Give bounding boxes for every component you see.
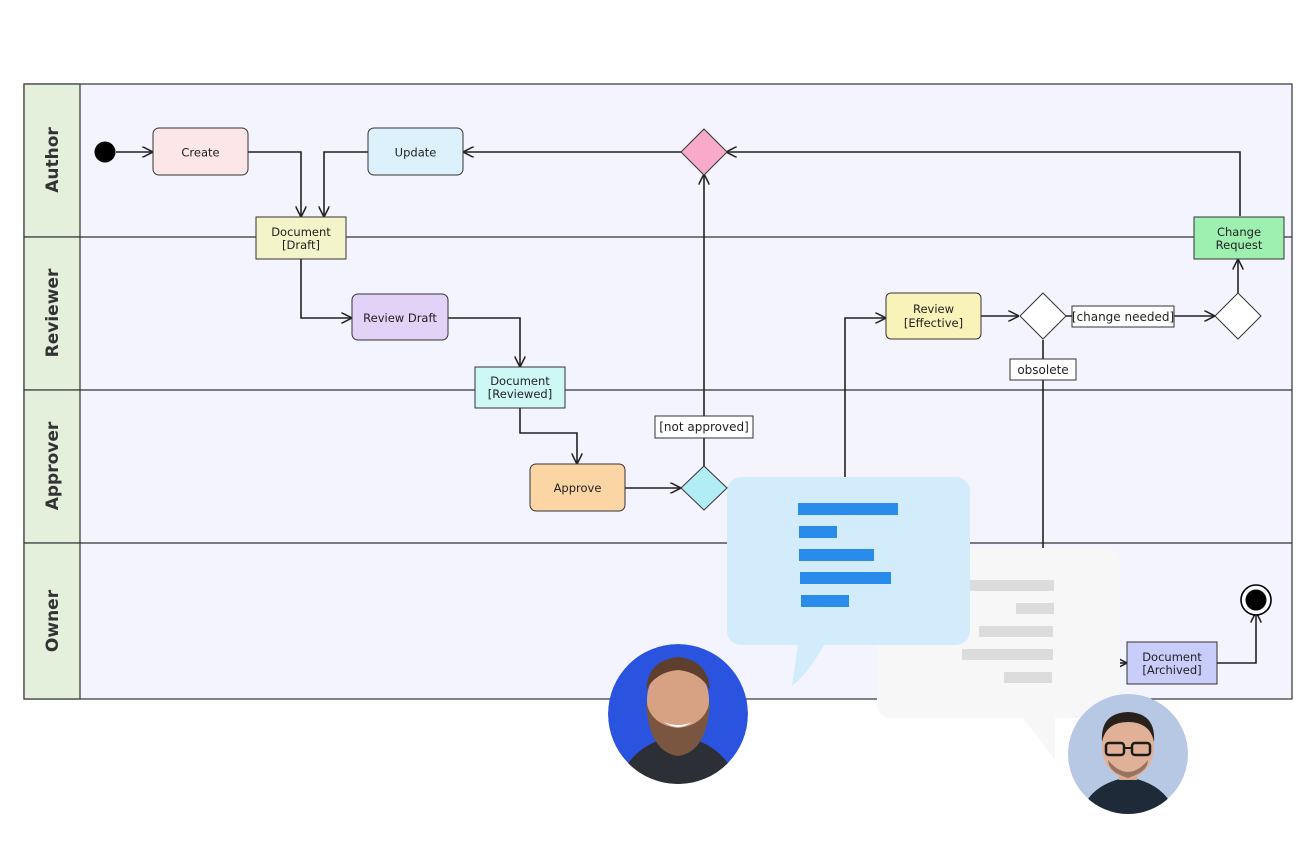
flow-review-reviewed bbox=[448, 317, 520, 366]
lane-header-approver bbox=[23, 389, 81, 544]
flows bbox=[116, 152, 1256, 663]
lane-label-owner: Owner bbox=[43, 589, 63, 652]
flow-to-review-effective bbox=[844, 318, 885, 478]
svg-text:[Draft]: [Draft] bbox=[282, 238, 320, 252]
svg-text:[change needed]: [change needed] bbox=[1072, 310, 1174, 324]
guard-not-approved: [not approved] bbox=[654, 415, 754, 439]
svg-text:Document: Document bbox=[1142, 650, 1202, 664]
lane-header-author bbox=[23, 83, 81, 238]
object-document-archived: Document [Archived] bbox=[1126, 641, 1218, 685]
svg-text:Review Draft: Review Draft bbox=[363, 311, 437, 325]
action-update: Update bbox=[367, 127, 464, 176]
lane-label-author: Author bbox=[43, 127, 63, 193]
merge-diamond bbox=[680, 128, 728, 176]
swimlane-frame: Author Reviewer Approver Owner bbox=[23, 83, 1293, 700]
svg-text:[Archived]: [Archived] bbox=[1142, 663, 1201, 677]
flow-reviewed-approve bbox=[519, 408, 577, 463]
lane-header-reviewer bbox=[23, 236, 81, 391]
flow-update-draft bbox=[324, 151, 368, 216]
object-document-reviewed: Document [Reviewed] bbox=[474, 366, 566, 409]
chat-bubble-blue bbox=[727, 477, 970, 686]
svg-text:Review: Review bbox=[913, 302, 954, 316]
svg-text:Document: Document bbox=[271, 225, 331, 239]
flow-create-draft bbox=[248, 151, 301, 216]
person-avatar-icon bbox=[1068, 694, 1188, 814]
flow-draft-review bbox=[300, 259, 351, 318]
lane-label-reviewer: Reviewer bbox=[43, 268, 63, 357]
person-avatar-icon bbox=[608, 644, 748, 784]
lane-header-owner bbox=[23, 542, 81, 700]
action-review-effective: Review [Effective] bbox=[885, 292, 982, 340]
action-review-draft: Review Draft bbox=[351, 293, 449, 341]
lane-label-approver: Approver bbox=[43, 421, 63, 510]
svg-text:obsolete: obsolete bbox=[1017, 363, 1068, 377]
action-approve: Approve bbox=[529, 463, 626, 512]
flow-changerequest-merge bbox=[727, 152, 1241, 216]
end-node bbox=[1240, 584, 1272, 616]
svg-text:[Effective]: [Effective] bbox=[904, 316, 963, 330]
object-document-draft: Document [Draft] bbox=[255, 216, 347, 260]
guard-obsolete: obsolete bbox=[1009, 358, 1077, 381]
svg-text:Document: Document bbox=[490, 374, 550, 388]
guard-change-needed: [change needed] bbox=[1071, 305, 1175, 328]
flow-archived-end bbox=[1217, 613, 1256, 664]
svg-text:Create: Create bbox=[181, 146, 219, 160]
svg-text:Approve: Approve bbox=[554, 481, 602, 495]
change-decision-diamond bbox=[1214, 292, 1262, 340]
svg-text:[not approved]: [not approved] bbox=[659, 420, 749, 434]
svg-text:[Reviewed]: [Reviewed] bbox=[488, 387, 552, 401]
start-node bbox=[94, 141, 116, 163]
svg-text:Update: Update bbox=[395, 146, 437, 160]
approval-decision-diamond bbox=[680, 465, 728, 511]
action-create: Create bbox=[152, 127, 249, 176]
svg-text:Request: Request bbox=[1216, 238, 1263, 252]
effective-decision-diamond bbox=[1019, 292, 1067, 340]
svg-text:Change: Change bbox=[1217, 225, 1261, 239]
object-change-request: Change Request bbox=[1193, 216, 1285, 260]
